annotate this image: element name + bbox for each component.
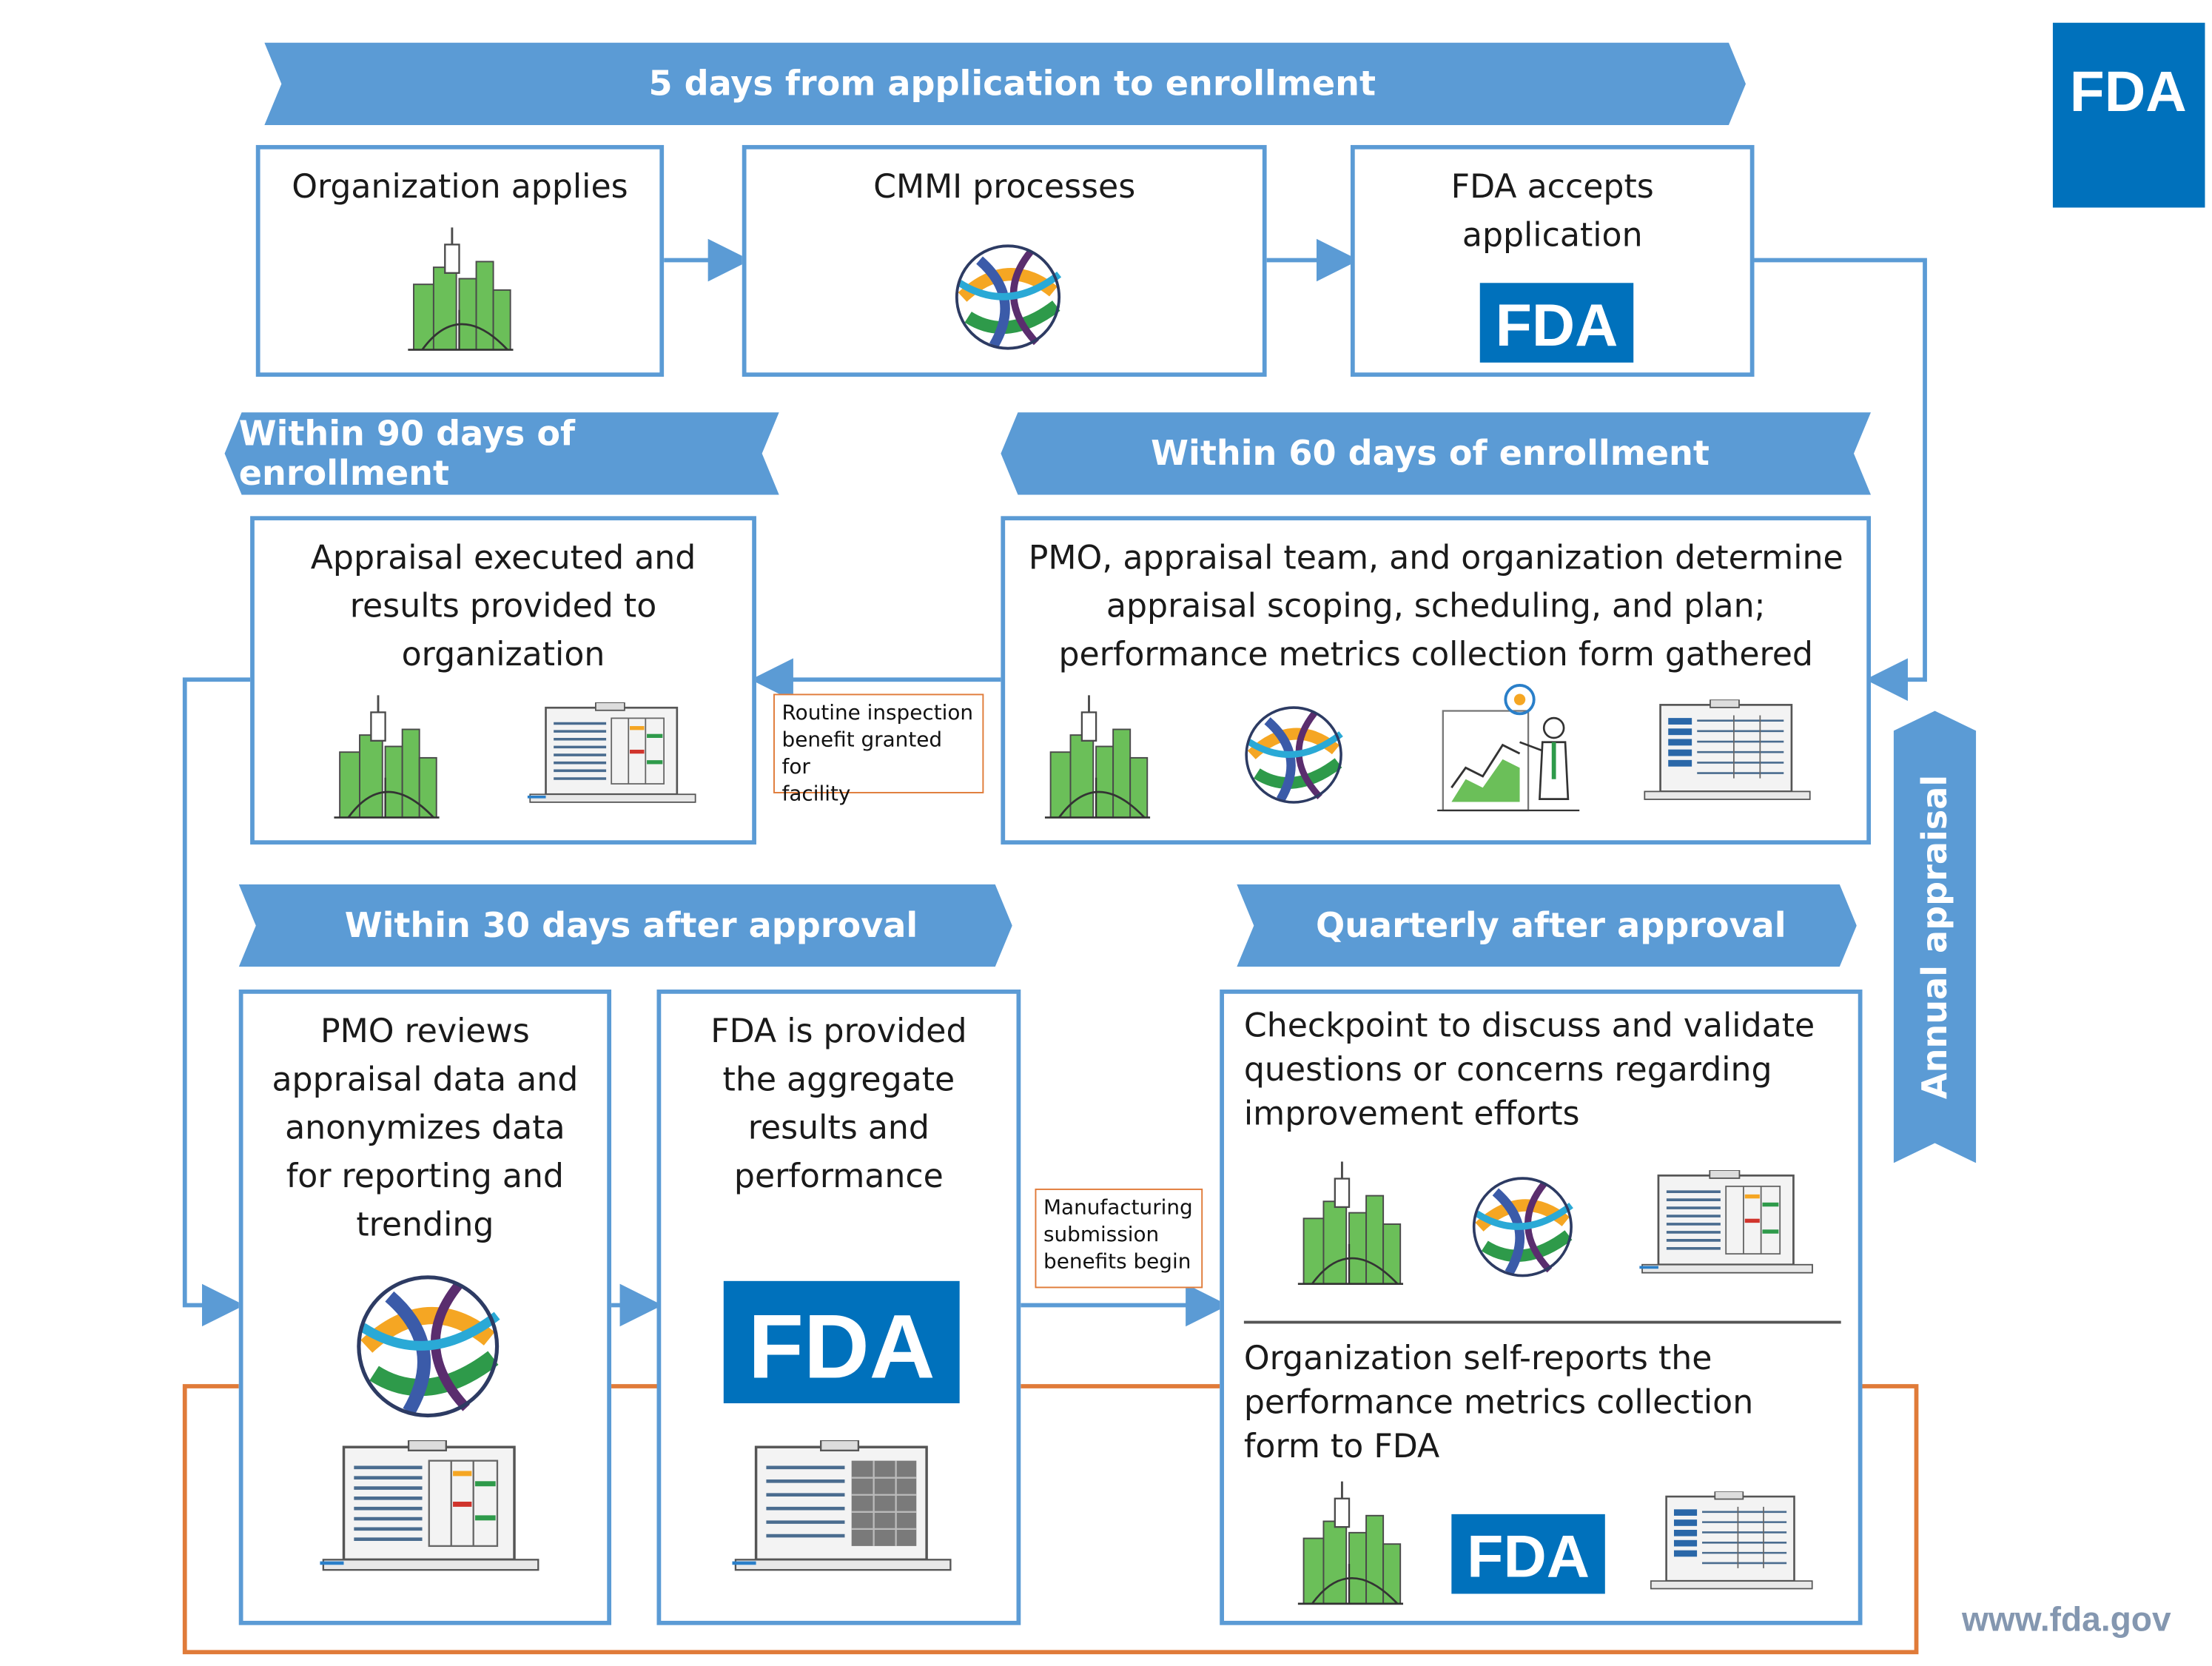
box-title-line4: for reporting and (286, 1158, 565, 1196)
note-line3: benefits begin (1043, 1251, 1191, 1274)
svg-text:FDA: FDA (1467, 1523, 1590, 1590)
box-title-line2: appraisal scoping, scheduling, and plan; (1106, 588, 1766, 626)
box-title-line3: organization (401, 636, 605, 674)
globe-icon (1468, 1173, 1576, 1281)
fda-logo-icon: FDA (2070, 60, 2187, 124)
fda-badge-icon: FDA (723, 1280, 960, 1404)
connector-lines (182, 238, 1927, 1327)
note-routine-inspection: Routine inspection benefit granted for f… (773, 693, 984, 806)
banner-within90: Within 90 days of enrollment (239, 412, 751, 494)
banner-within60-shape (1001, 412, 1872, 495)
laptop-report-icon (1647, 1491, 1815, 1593)
checkpoint-line2: questions or concerns regarding (1243, 1052, 1772, 1089)
box-title-line3: results and (747, 1110, 929, 1148)
banner-enrollment-shape (264, 42, 1746, 126)
box-title-line1: PMO, appraisal team, and organization de… (1028, 540, 1843, 577)
banner-within30-shape (238, 884, 1012, 967)
box-title: Organization applies (292, 169, 628, 206)
box-appraisal-executed: Appraisal executed and results provided … (250, 516, 756, 845)
banner-quarterly-text: Quarterly after approval (1316, 905, 1786, 946)
footer-url[interactable]: www.fda.gov (1961, 1601, 2171, 1639)
banner-quarterly: Quarterly after approval (1248, 884, 1854, 967)
selfreport-line3: form to FDA (1243, 1428, 1440, 1466)
laptop-report-icon (528, 702, 699, 807)
box-title: CMMI processes (873, 169, 1136, 206)
banner-annual: Annual appraisal (1894, 711, 1976, 1163)
fda-logo: FDA (2052, 22, 2205, 208)
globe-icon (1241, 702, 1346, 807)
divider (1243, 1320, 1841, 1324)
box-title-line2: appraisal data and (272, 1061, 579, 1099)
box-title-line1: FDA accepts (1450, 169, 1654, 206)
city-icon (329, 688, 443, 824)
box-organization-applies: Organization applies (255, 144, 665, 377)
box-pmo-reviews: PMO reviews appraisal data and anonymize… (238, 990, 612, 1625)
banner-within30-text: Within 30 days after approval (344, 905, 918, 946)
banner-within90-text: Within 90 days of enrollment (238, 414, 576, 494)
box-title-line3: anonymizes data (285, 1110, 565, 1148)
globe-icon (951, 241, 1065, 355)
box-cmmi-processes: CMMI processes (742, 144, 1267, 377)
selfreport-line2: performance metrics collection (1243, 1385, 1754, 1422)
laptop-report-icon (1639, 1170, 1815, 1278)
city-icon (1039, 688, 1153, 824)
box-pmo-determine: PMO, appraisal team, and organization de… (1001, 516, 1872, 845)
banner-enrollment: 5 days from application to enrollment (284, 43, 1740, 125)
svg-text:FDA: FDA (1496, 292, 1618, 359)
note-manufacturing-submission: Manufacturing submission benefits begin (1035, 1188, 1203, 1289)
city-icon (1292, 1474, 1406, 1610)
banner-within30: Within 30 days after approval (250, 884, 1012, 967)
laptop-report-icon (1642, 699, 1813, 805)
city-icon (1292, 1153, 1406, 1292)
box-quarterly: Checkpoint to discuss and validate quest… (1220, 990, 1863, 1625)
box-fda-provided: FDA is provided the aggregate results an… (656, 990, 1021, 1625)
selfreport-line1: Organization self-reports the (1243, 1340, 1712, 1378)
laptop-report-icon (732, 1440, 954, 1576)
banner-annual-text: Annual appraisal (1915, 774, 1955, 1100)
box-title-line1: FDA is provided (710, 1013, 967, 1051)
banner-quarterly-shape (1237, 884, 1857, 967)
globe-icon (351, 1269, 504, 1423)
box-title-line2: the aggregate (722, 1061, 955, 1099)
box-title-line2: results provided to (349, 588, 657, 626)
box-title-line2: application (1462, 217, 1643, 255)
box-title-line4: performance (733, 1158, 944, 1196)
fda-logo-text: FDA (2070, 60, 2187, 124)
note-line1: Manufacturing (1043, 1197, 1193, 1220)
fda-badge-icon: FDA (1451, 1514, 1605, 1594)
box-title-line3: performance metrics collection form gath… (1058, 636, 1813, 674)
presenter-chart-icon (1431, 679, 1587, 822)
box-fda-accepts: FDA accepts application FDA (1350, 144, 1755, 377)
banner-within90-shape (224, 412, 779, 495)
banner-within60-text: Within 60 days of enrollment (1151, 433, 1710, 474)
checkpoint-line1: Checkpoint to discuss and validate (1243, 1007, 1815, 1045)
note-line2: submission (1043, 1223, 1160, 1247)
note-line1: Routine inspection (781, 702, 974, 725)
note-line2: benefit granted for (781, 729, 943, 779)
svg-text:FDA: FDA (748, 1296, 935, 1397)
box-title-line1: Appraisal executed and (310, 540, 696, 577)
box-title-line5: trending (356, 1206, 494, 1244)
banner-annual-shape (1893, 711, 1977, 1163)
checkpoint-line3: improvement efforts (1243, 1096, 1580, 1134)
laptop-report-icon (320, 1440, 542, 1576)
banner-enrollment-text: 5 days from application to enrollment (648, 64, 1376, 104)
fda-badge-icon: FDA (1479, 283, 1634, 363)
note-line3: facility (781, 783, 851, 807)
banner-within60: Within 60 days of enrollment (1001, 412, 1859, 494)
box-title-line1: PMO reviews (320, 1013, 530, 1051)
city-icon (403, 218, 517, 360)
